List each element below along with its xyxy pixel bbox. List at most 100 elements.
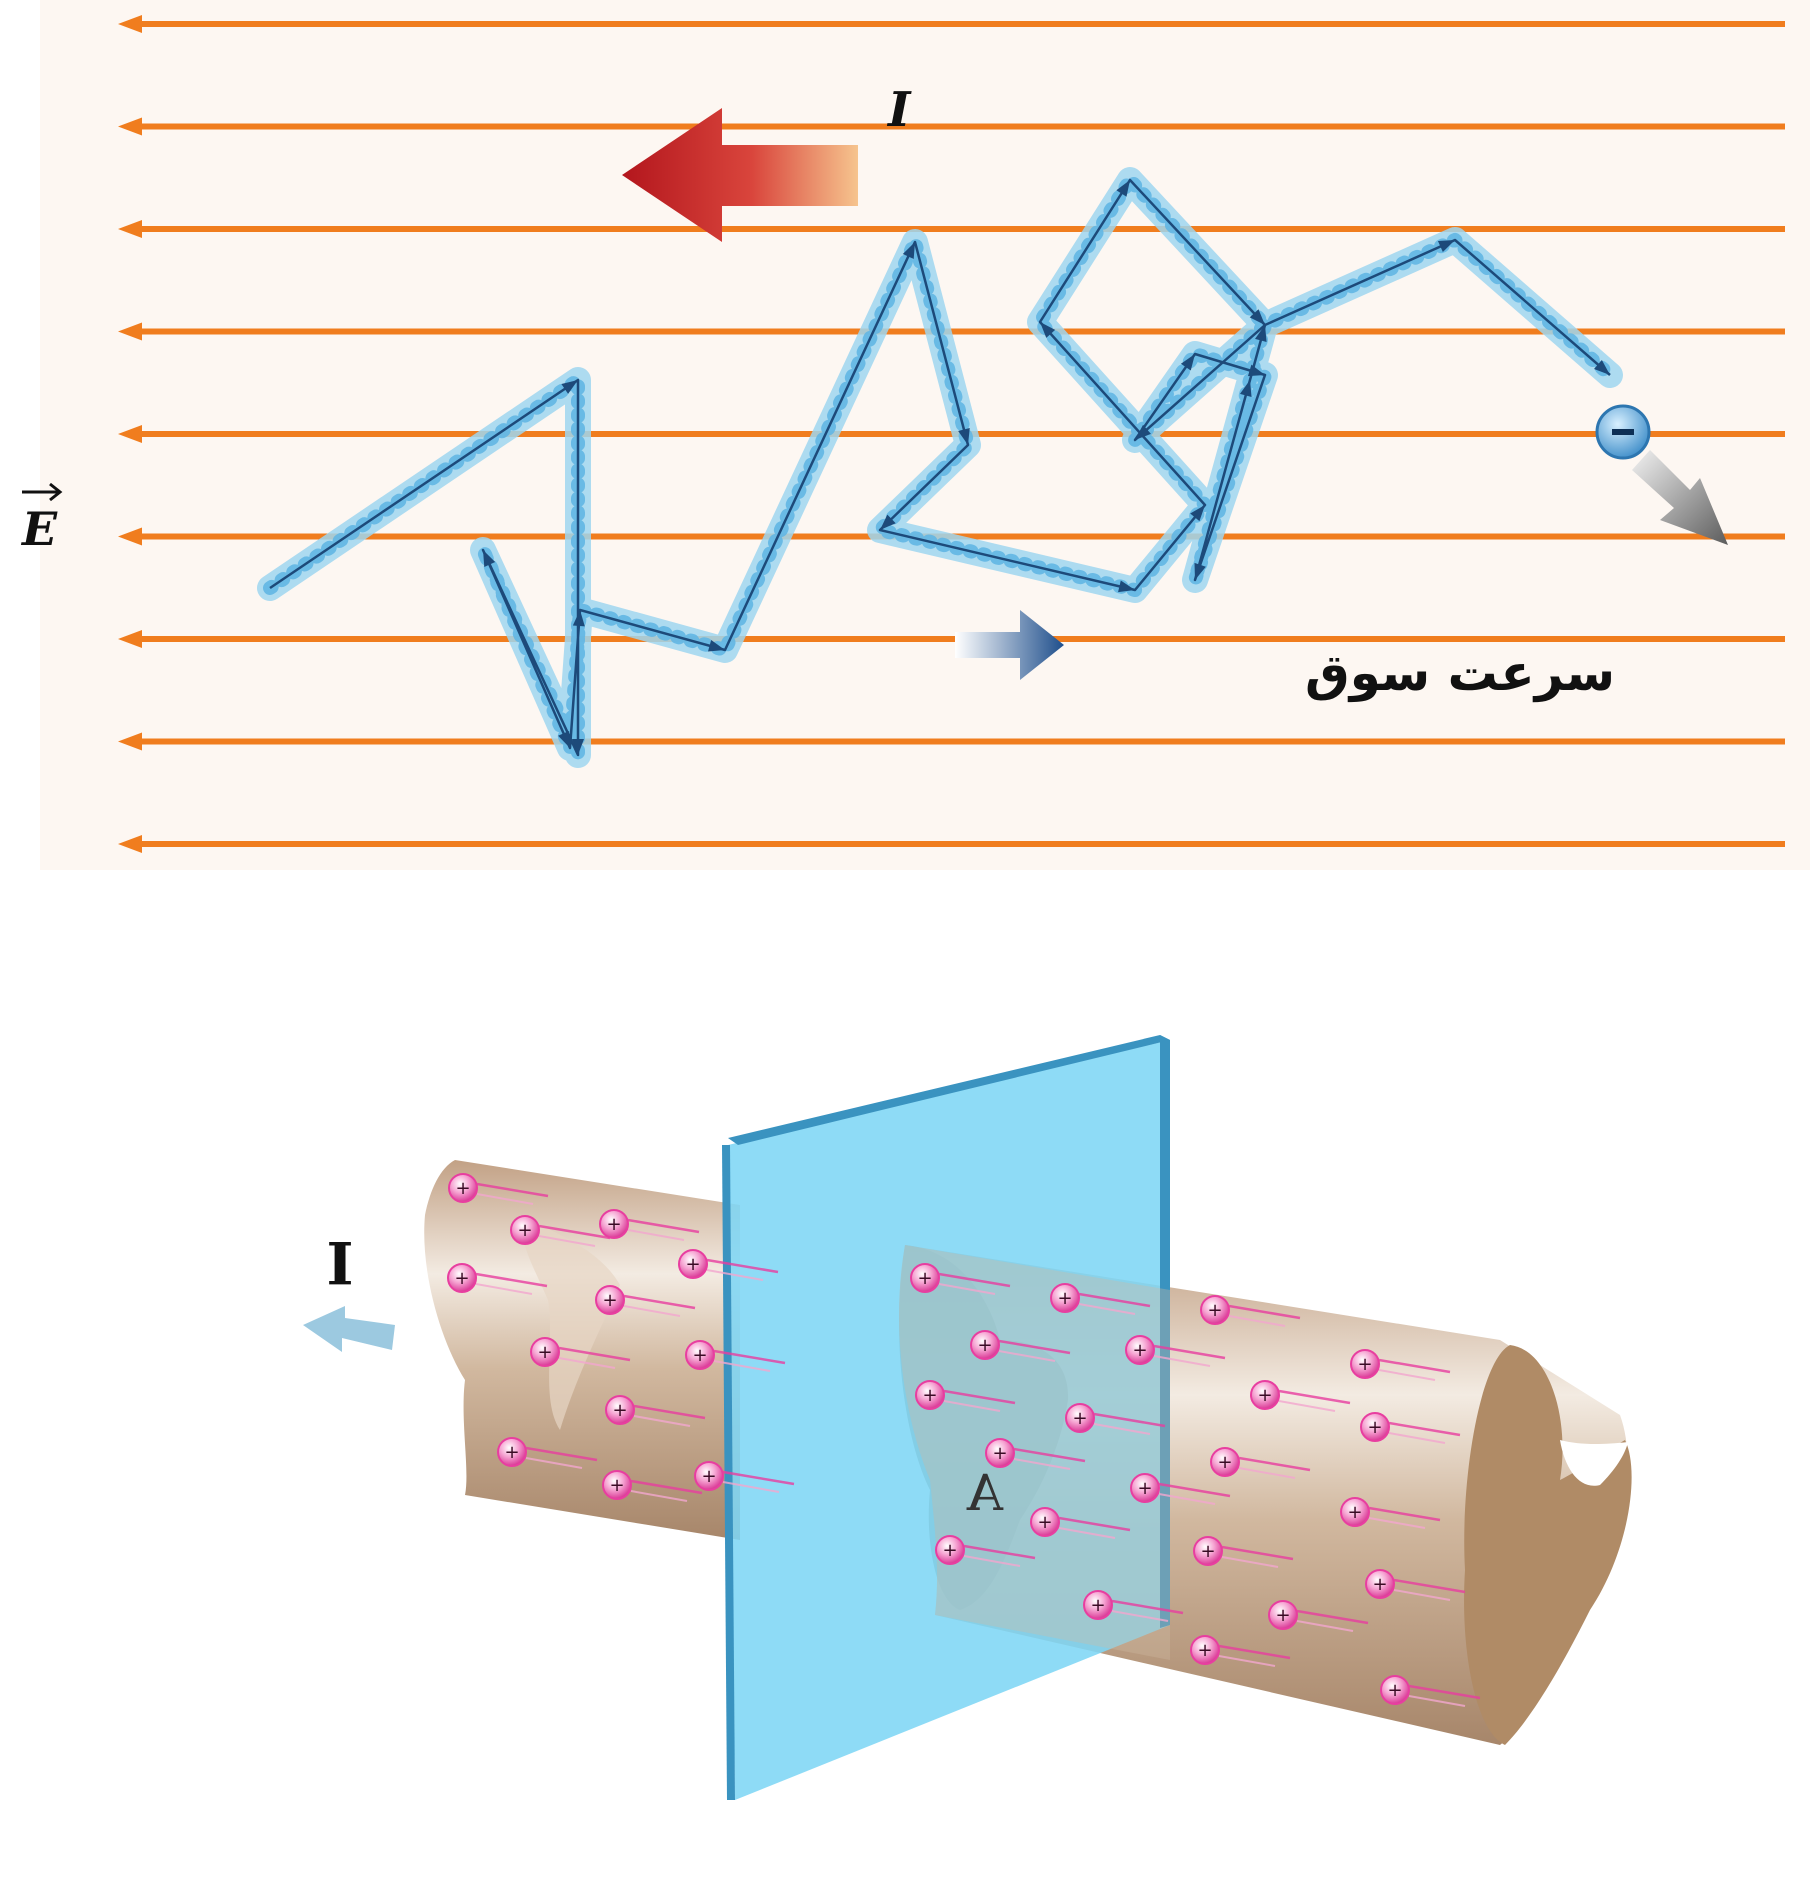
motion-trail	[943, 1400, 1001, 1412]
positive-charge: +	[602, 1470, 703, 1502]
path-arrowhead	[1437, 240, 1455, 253]
plus-sign: +	[1387, 1680, 1402, 1701]
path-arrowhead	[1116, 180, 1130, 197]
field-arrowhead	[118, 732, 142, 751]
cross-section-plane	[722, 1035, 1170, 1800]
charge-circle	[1340, 1497, 1370, 1527]
positive-charge: +	[1030, 1507, 1131, 1539]
charge-circle	[1030, 1507, 1060, 1537]
charge-circle	[678, 1249, 708, 1279]
motion-trail	[706, 1258, 779, 1274]
plus-sign: +	[992, 1443, 1007, 1464]
positive-charge: +	[1340, 1497, 1441, 1529]
plus-sign: +	[1057, 1288, 1072, 1309]
motion-trail	[1078, 1292, 1151, 1308]
motion-trail	[938, 1283, 996, 1295]
field-line	[118, 732, 1785, 751]
area-label: A	[966, 1464, 1004, 1522]
plus-sign: +	[1090, 1595, 1105, 1616]
motion-trail	[1013, 1458, 1071, 1470]
motion-trail	[1378, 1358, 1451, 1374]
plus-sign: +	[1372, 1574, 1387, 1595]
path-arrowheads	[483, 180, 1610, 755]
charge-circle	[510, 1215, 540, 1245]
positive-charge: +	[530, 1337, 631, 1369]
motion-trail	[538, 1224, 611, 1240]
positive-charge: +	[1200, 1295, 1301, 1327]
plus-sign: +	[609, 1475, 624, 1496]
positive-charge: +	[1125, 1335, 1226, 1367]
motion-trail	[525, 1457, 583, 1469]
motion-trail	[938, 1272, 1011, 1288]
field-line	[118, 835, 1785, 853]
path-arrowhead	[958, 428, 970, 445]
path-arrowhead	[483, 550, 496, 568]
charge-circle	[1365, 1569, 1395, 1599]
path-arrowhead	[558, 730, 570, 748]
path-arrowhead	[707, 639, 725, 652]
motion-trail	[1388, 1421, 1461, 1437]
charge-circle	[1250, 1380, 1280, 1410]
motion-trail	[1393, 1589, 1451, 1601]
vector-arrow-icon	[22, 482, 63, 502]
motion-trail	[713, 1349, 786, 1365]
positive-charge: +	[678, 1249, 779, 1281]
path-arrowhead	[572, 610, 585, 627]
positive-charge: +	[985, 1438, 1086, 1470]
charge-circle	[985, 1438, 1015, 1468]
positive-charge: +	[1268, 1600, 1369, 1632]
motion-trail	[998, 1350, 1056, 1362]
motion-trail	[1228, 1315, 1286, 1327]
wire-end-notch	[1560, 1440, 1628, 1486]
positive-charge: +	[599, 1209, 700, 1241]
charge-circle	[915, 1380, 945, 1410]
motion-trail	[1228, 1304, 1301, 1320]
positive-charge: +	[1190, 1635, 1291, 1667]
electron	[1595, 404, 1651, 460]
motion-trail	[963, 1544, 1036, 1560]
field-label: E	[20, 482, 63, 556]
charge-circle	[1190, 1635, 1220, 1665]
positive-charge: +	[605, 1395, 706, 1427]
charge-circle	[602, 1470, 632, 1500]
positive-charge: +	[1360, 1412, 1461, 1444]
plus-sign: +	[917, 1268, 932, 1289]
motion-trail	[1158, 1493, 1216, 1505]
motion-trail	[1093, 1412, 1166, 1428]
charge-circle	[530, 1337, 560, 1367]
motion-trail	[623, 1294, 696, 1310]
charge-circle	[497, 1437, 527, 1467]
motion-trail	[558, 1346, 631, 1362]
motion-trail	[1078, 1303, 1136, 1315]
positive-charge: +	[497, 1437, 598, 1469]
positive-charge: +	[510, 1215, 611, 1247]
charge-circle	[1125, 1335, 1155, 1365]
plane-top-edge	[728, 1035, 1170, 1145]
positive-charge: +	[1083, 1590, 1184, 1622]
field-line	[118, 15, 1785, 33]
positive-charge: +	[1065, 1403, 1166, 1435]
motion-trail	[1218, 1655, 1276, 1667]
charge-circle	[448, 1173, 478, 1203]
motion-trail	[943, 1389, 1016, 1405]
positive-charge: +	[935, 1535, 1036, 1567]
charge-circle	[910, 1263, 940, 1293]
positive-charge: +	[694, 1461, 795, 1493]
motion-trail	[1368, 1506, 1441, 1522]
plus-sign: +	[922, 1385, 937, 1406]
path-arrowhead	[1239, 380, 1252, 398]
charge-circle	[1050, 1283, 1080, 1313]
field-line	[118, 322, 1785, 341]
motion-trail	[627, 1229, 685, 1241]
motion-trail	[1111, 1610, 1169, 1622]
charge-circle	[1268, 1600, 1298, 1630]
path-arrowhead	[1255, 325, 1267, 343]
plus-sign: +	[1207, 1300, 1222, 1321]
plus-sign: +	[454, 1268, 469, 1289]
minus-sign	[1612, 429, 1634, 435]
path-arrowhead	[1118, 580, 1135, 593]
path-arrowhead	[572, 739, 584, 755]
positive-charges: ++++++++++++++++++++++++++++++++++	[447, 1173, 1481, 1707]
electron-motion-arrow	[1632, 450, 1728, 545]
charge-circle	[1350, 1349, 1380, 1379]
